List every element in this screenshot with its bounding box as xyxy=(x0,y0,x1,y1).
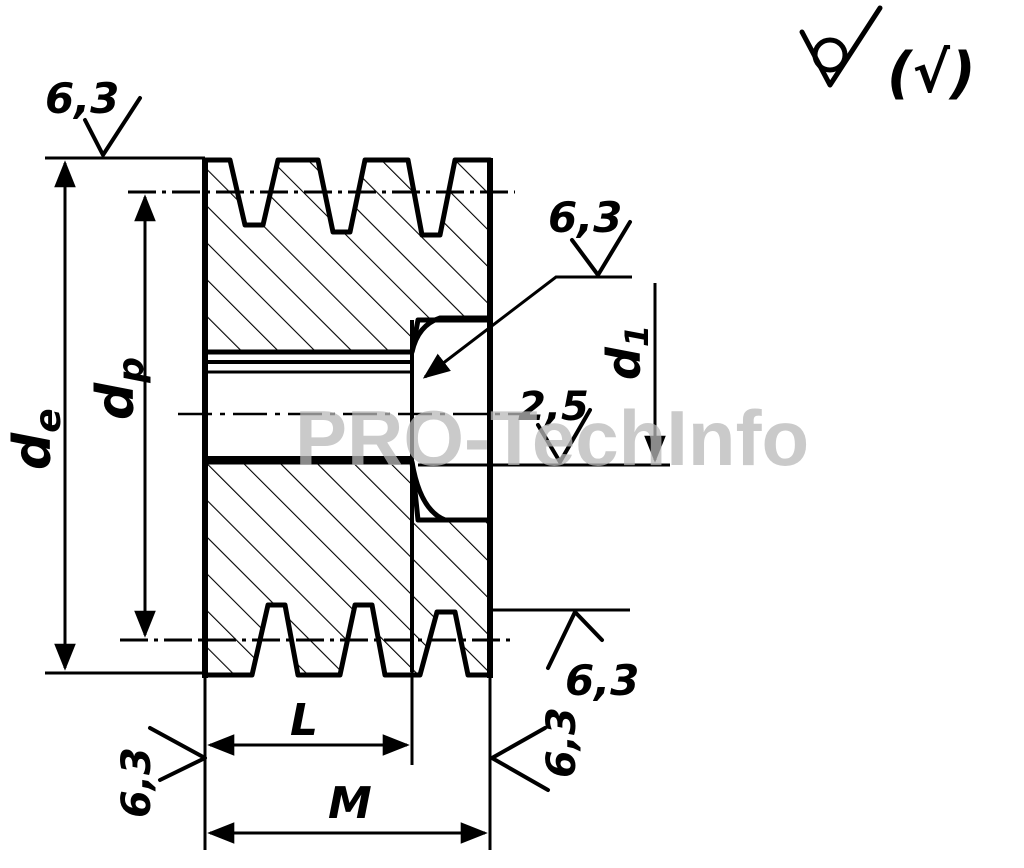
label-roughness-right-face: 6,3 xyxy=(539,707,585,778)
roughness-check-right-face xyxy=(490,726,550,792)
label-roughness-top-left: 6,3 xyxy=(45,74,119,123)
watermark: PRO-TechInfo xyxy=(295,394,809,482)
lower-rim-section xyxy=(202,459,493,678)
roughness-check-hub xyxy=(570,220,632,277)
labels: 6,3 6,3 2,5 6,3 6,3 6,3 (√) de dp d1 L M… xyxy=(3,41,976,829)
label-corner-symbol: (√) xyxy=(887,41,976,106)
svg-text:d1: d1 xyxy=(597,325,656,380)
roughness-check-left-face xyxy=(148,726,207,782)
upper-rim-section xyxy=(202,157,493,355)
corner-symbol-check xyxy=(799,5,883,88)
svg-text:de: de xyxy=(3,408,69,470)
svg-text:dp: dp xyxy=(86,357,152,420)
label-roughness-left-face: 6,3 xyxy=(114,747,160,818)
dimension-lines xyxy=(54,160,666,844)
roughness-check-bore xyxy=(536,408,592,464)
label-L: L xyxy=(290,695,318,746)
label-roughness-bore: 2,5 xyxy=(518,384,589,430)
leader-hub xyxy=(422,275,632,379)
pulley-section xyxy=(120,157,530,678)
extension-lines xyxy=(45,156,670,850)
label-dp: dp xyxy=(86,357,152,420)
label-d1: d1 xyxy=(597,325,656,380)
label-M: M xyxy=(328,778,372,829)
label-de: de xyxy=(3,408,69,470)
roughness-check-bottom-right xyxy=(546,610,604,670)
label-roughness-bottom-right: 6,3 xyxy=(565,656,639,705)
label-roughness-hub: 6,3 xyxy=(548,193,622,242)
roughness-symbols xyxy=(83,5,883,792)
roughness-check-top-left xyxy=(83,96,142,157)
